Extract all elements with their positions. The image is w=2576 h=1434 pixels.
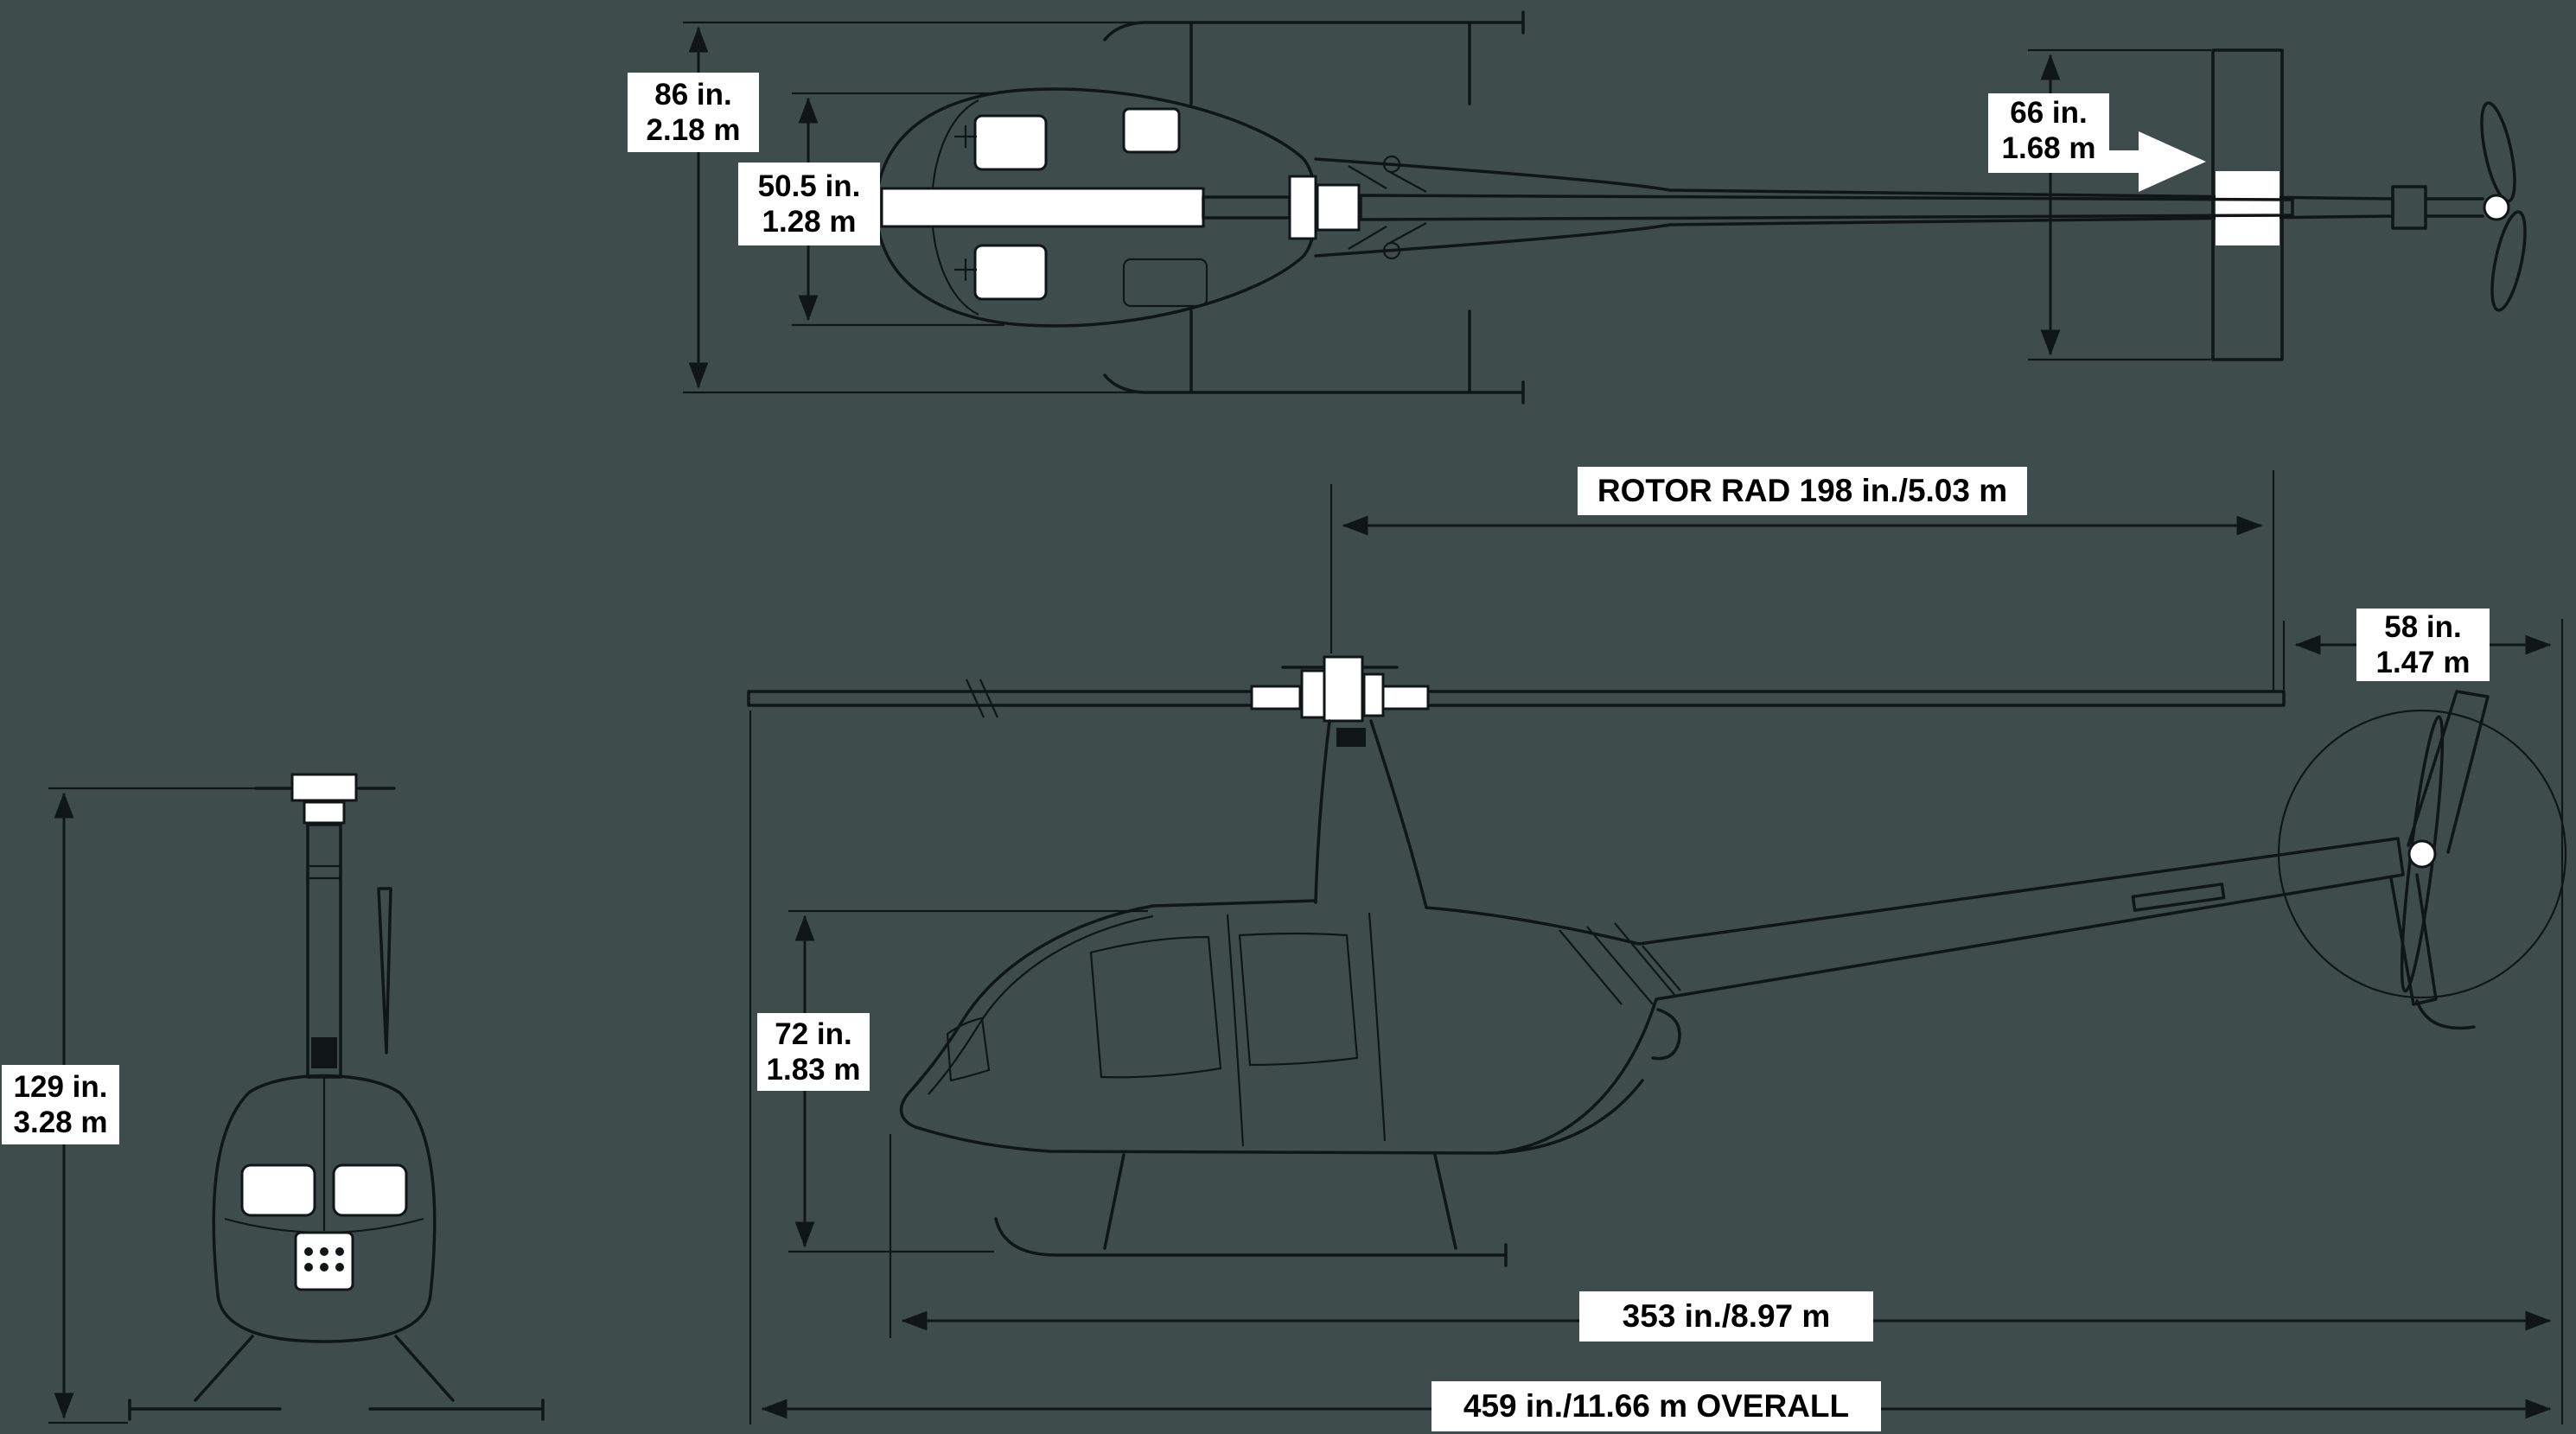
upper-fin: [2407, 690, 2490, 854]
dim-value-m: 1.68 m: [2001, 131, 2096, 165]
main-rotor-blade-side: [747, 690, 2286, 707]
skid-struts-front: [194, 1335, 455, 1402]
main-rotor-blade-root-top: [1202, 195, 1291, 220]
cabin-front: [212, 1074, 437, 1343]
main-rotor-blade-top-right: [1359, 194, 2294, 221]
windshield-side: [928, 915, 1154, 1095]
door-window-rear: [1238, 932, 1359, 1067]
seat-front-left: [240, 1163, 316, 1217]
seat-front-right: [332, 1163, 408, 1217]
dim-value-in: 86 in.: [654, 77, 732, 112]
top-view: [875, 10, 2527, 405]
dim-value-m: 2.18 m: [646, 113, 741, 147]
skid-tubes-front: [128, 1399, 545, 1421]
rotor-hub-front: [290, 773, 358, 802]
top-view-cross-marks: [954, 125, 977, 281]
engine-hatching: [1559, 922, 1681, 1005]
top-view-cowl-fastener: [1382, 241, 1401, 260]
skid-gear-side: [994, 1153, 1508, 1267]
top-view-seat-left: [973, 114, 1048, 171]
top-view-stabilizer: [2211, 48, 2284, 361]
tail-rotor-hub-side: [2407, 839, 2437, 869]
top-view-rear-window: [1122, 258, 1208, 308]
ext-lines-skid-width: [683, 21, 1143, 394]
dim-value-m: 3.28 m: [13, 1106, 108, 1139]
dim-label-rotor-radius: ROTOR RAD 198 in./5.03 m: [1578, 467, 2027, 515]
tail-blade-edge-front: [377, 887, 392, 1055]
instrument-dot: [320, 1263, 328, 1271]
tail-rotor-disc: [2277, 709, 2567, 999]
dim-label-overall-height: 129 in. 3.28 m: [2, 1065, 119, 1144]
door-window-front: [1089, 935, 1222, 1079]
dim-label-cabin-height: 72 in. 1.83 m: [757, 1013, 870, 1091]
instrument-dot: [335, 1263, 344, 1271]
instrument-dot: [304, 1263, 313, 1271]
lower-fin: [2389, 873, 2438, 1006]
door-edges: [1226, 912, 1387, 1147]
ext-lines-cabin-width: [792, 92, 1004, 327]
top-view-cowl-hatching: [1348, 165, 1427, 250]
dim-value-label: ROTOR RAD 198 in./5.03 m: [1597, 473, 2008, 509]
dim-label-overall-length: 459 in./11.66 m OVERALL: [1431, 1381, 1881, 1431]
dim-value-m: 1.47 m: [2375, 646, 2471, 679]
dim-value-in: 72 in.: [775, 1017, 852, 1051]
side-view: [747, 655, 2567, 1267]
front-view: [128, 773, 545, 1421]
stabilizer-side: [2131, 883, 2226, 912]
rotor-hub-side-b: [1323, 655, 1364, 723]
console-front: [294, 1231, 354, 1291]
dim-label-tail-rotor: 58 in. 1.47 m: [2356, 609, 2490, 681]
blade-break-marks: [965, 679, 999, 718]
dim-value-in: 66 in.: [2010, 95, 2088, 130]
mast-base-detail: [311, 1037, 337, 1068]
dim-value-in: 129 in.: [13, 1069, 108, 1104]
dim-value-label: 353 in./8.97 m: [1622, 1298, 1831, 1335]
top-view-rear-seat: [1122, 107, 1181, 154]
rotor-hub-top-b: [1316, 183, 1361, 232]
top-view-tail-gearbox: [2391, 185, 2427, 230]
dim-value-in: 50.5 in.: [757, 169, 861, 203]
dim-label-cabin-width: 50.5 in. 1.28 m: [738, 163, 880, 245]
top-view-seat-right: [973, 244, 1048, 301]
top-view-tail-rotor-hub: [2483, 194, 2510, 221]
instrument-dot: [320, 1247, 328, 1256]
top-view-tail-rotor-blade-lower: [2490, 210, 2527, 312]
fuselage-side: [899, 837, 2405, 1155]
ext-lines-rotor-radius: [1329, 470, 2275, 690]
instrument-dot: [304, 1247, 313, 1256]
dim-label-skid-width: 86 in. 2.18 m: [628, 73, 759, 152]
exhaust: [1651, 1008, 1681, 1061]
rotor-hub-side-a: [1300, 669, 1326, 719]
ext-lines-overall-height: [48, 787, 289, 1424]
rotor-hub-front-lower: [303, 800, 346, 825]
ext-lines-tail-rotor: [2282, 619, 2564, 1424]
main-rotor-blade-top: [880, 187, 1205, 228]
dim-value-m: 1.28 m: [762, 205, 857, 239]
rotor-hub-side-c: [1362, 672, 1385, 717]
blade-grip-right: [1378, 685, 1430, 711]
rotor-hub-top-a: [1288, 175, 1317, 240]
top-view-stabilizer-boom-cross: [2216, 171, 2280, 245]
top-view-tail-shaft: [2424, 197, 2484, 218]
dim-value-m: 1.83 m: [766, 1053, 861, 1087]
top-view-tail-rotor-blade-upper: [2480, 101, 2516, 203]
mast-detail: [1336, 728, 1366, 747]
blade-grip-left: [1250, 685, 1302, 711]
dim-value-in: 58 in.: [2384, 609, 2462, 644]
dim-value-label: 459 in./11.66 m OVERALL: [1463, 1388, 1850, 1424]
top-view-cowl-fastener: [1382, 155, 1401, 174]
top-view-skids: [1103, 10, 1525, 405]
mast-ticks: [308, 864, 341, 880]
nose-window: [946, 1017, 991, 1082]
dim-label-stabilizer-span: 66 in. 1.68 m: [1988, 93, 2109, 168]
dim-label-fuselage-length: 353 in./8.97 m: [1579, 1291, 1873, 1342]
mast-fairing: [1314, 719, 1428, 909]
tail-skid: [2415, 999, 2476, 1030]
ext-lines-stabilizer-span: [2028, 48, 2211, 361]
instrument-dot: [335, 1247, 344, 1256]
